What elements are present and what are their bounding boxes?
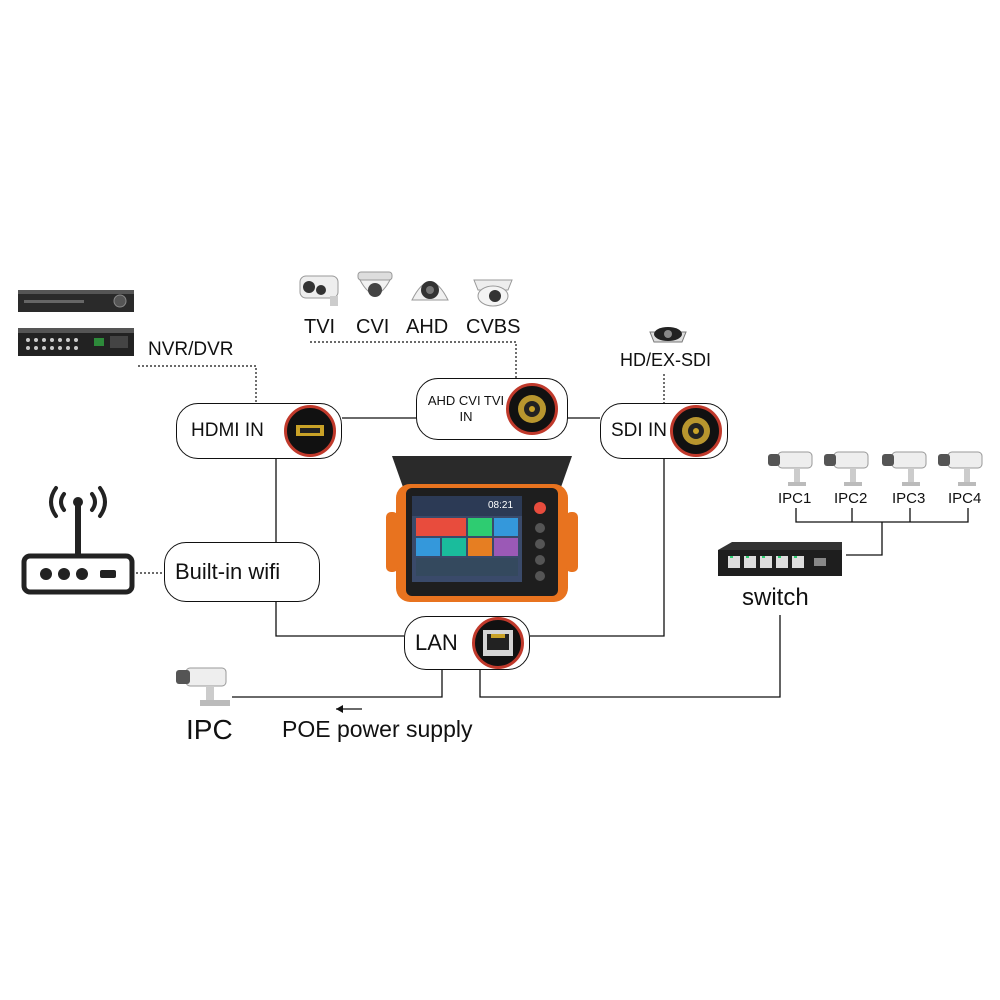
ipc-label-4: IPC4 [948, 490, 982, 507]
sdi-port-thumbnail [670, 405, 722, 457]
camera-type-label-cvbs: CVBS [466, 316, 521, 338]
bullet-camera-icon [768, 451, 813, 486]
ipc-cluster [766, 446, 986, 512]
analog-in-label-line1: AHD CVI TVI [427, 393, 505, 408]
lan-label: LAN [415, 630, 458, 655]
poe-supply-label: POE power supply [282, 716, 473, 742]
wifi-router-icon [21, 486, 135, 595]
analog-in-label-line2: IN [459, 409, 473, 424]
dome-camera-icon [411, 281, 449, 301]
hdmi-in-label: HDMI IN [191, 420, 264, 441]
sdi-source-label: HD/EX-SDI [620, 350, 712, 370]
bnc-port-thumbnail [506, 383, 558, 435]
switch-label: switch [742, 584, 809, 611]
camera-type-label-tvi: TVI [304, 316, 336, 338]
rj45-port-thumbnail [472, 617, 524, 669]
bullet-camera-icon [938, 451, 983, 486]
ipc-label-2: IPC2 [834, 490, 868, 507]
camera-type-label-cvi: CVI [356, 316, 390, 338]
tester-screen-time: 08:21 [488, 500, 514, 511]
sdi-camera-icon [649, 327, 687, 343]
ipc-label-1: IPC1 [778, 490, 812, 507]
wifi-label: Built-in wifi [175, 559, 281, 584]
sdi-in-label: SDI IN [611, 420, 667, 441]
nvr-dvr-label: NVR/DVR [148, 339, 234, 360]
bullet-camera-icon [882, 451, 927, 486]
cctv-tester-device [386, 456, 578, 602]
camera-types [290, 268, 530, 338]
camera-type-label-ahd: AHD [406, 316, 449, 338]
turret-camera-icon [473, 279, 513, 307]
bullet-camera-icon [824, 451, 869, 486]
wifi-module[interactable]: Built-in wifi [164, 542, 320, 602]
bullet-camera-icon [299, 275, 339, 306]
nvr-device-icon [18, 290, 134, 356]
poe-ipc-camera-icon [176, 667, 230, 706]
network-switch-icon [718, 542, 842, 576]
dome-camera-icon [357, 271, 393, 297]
poe-ipc-label: IPC [186, 714, 233, 745]
ipc-label-3: IPC3 [892, 490, 926, 507]
hdmi-port-thumbnail [284, 405, 336, 457]
